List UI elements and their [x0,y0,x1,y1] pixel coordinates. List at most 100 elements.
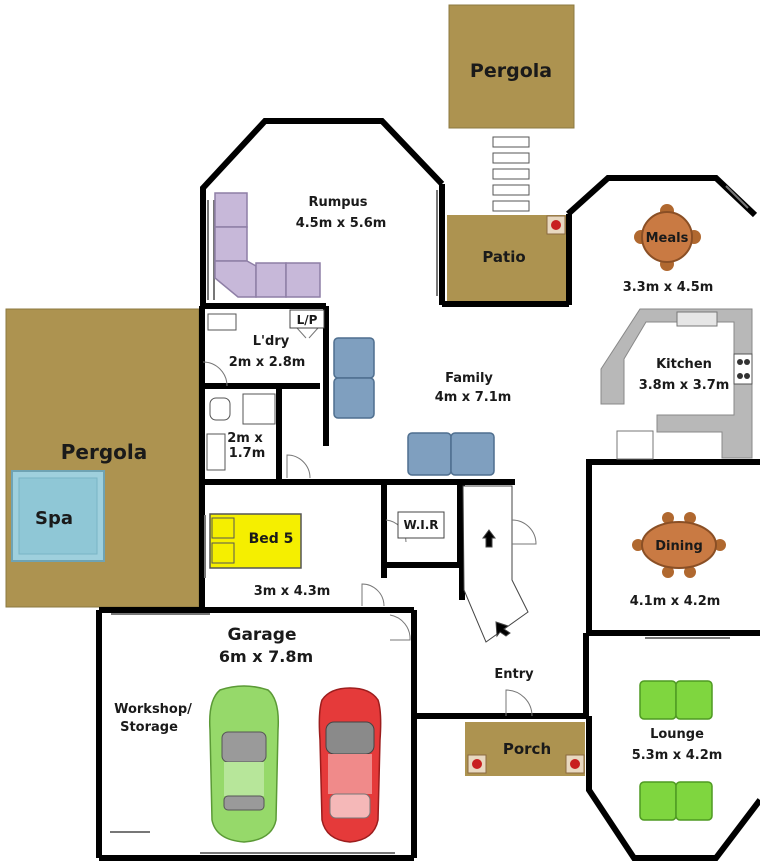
burner [744,359,750,365]
vanity [206,433,226,471]
pergola-left: Pergola Spa [5,308,200,608]
green-car-rear-window [223,795,265,811]
window [725,185,749,209]
sofa-seat [675,781,713,821]
red-car-windshield [325,721,375,755]
lounge-size: 5.3m x 4.2m [632,748,723,763]
dining-chair [684,566,696,578]
dining-table-top [641,521,717,569]
red-car-rear-window [329,793,371,819]
laundry-label: L'dry [253,334,290,349]
sofa-seat [639,781,677,821]
rumpus-wall [200,118,445,306]
spa-water [18,477,98,555]
sofa-seat [214,226,248,262]
kitchen-size: 3.8m x 3.7m [639,378,730,393]
meals-table-top [641,211,693,263]
pergola-top-label: Pergola [470,60,552,82]
plant-pot-flower [570,759,580,769]
dining-chair [714,539,726,551]
meals-table: Meals [634,204,701,271]
window [207,200,215,300]
dining-table: Dining [632,512,726,578]
kitchen-bench [600,308,753,460]
door-swing [361,583,385,607]
wir-label: W.I.R [403,518,438,532]
laundry-size: 2m x 2.8m [229,355,306,370]
shower [242,393,276,425]
bed5-label: Bed 5 [249,531,294,547]
rumpus-size: 4.5m x 5.6m [296,216,387,231]
red-car-roof [328,754,372,794]
stair-flight [462,485,529,643]
spa-label: Spa [35,508,73,529]
fridge [616,430,654,460]
pergola-left-label: Pergola [61,440,148,464]
stair-arrow-up [482,529,496,548]
kitchen-sink [676,311,718,327]
pergola-top: Pergola [448,4,575,129]
patio-label: Patio [482,248,525,266]
windows [110,185,749,854]
garage-size: 6m x 7.8m [219,647,313,666]
sofa-seat [450,432,495,476]
sofa-seat [285,262,321,298]
step [492,152,530,164]
sofa-seat [639,680,677,720]
door-swing [202,361,228,387]
lounge-wall [586,716,760,861]
entry-label: Entry [494,667,534,682]
staircase [462,485,529,643]
bed: Bed 5 [209,513,302,569]
bath-size-line2: 1.7m [229,446,266,461]
lounge-sofas [639,680,713,821]
meals-size: 3.3m x 4.5m [623,280,714,295]
garden-steps [492,136,530,212]
kitchen-label: Kitchen [656,357,712,372]
family-size: 4m x 7.1m [435,390,512,405]
rumpus-sofa [214,192,321,298]
family-sofas [333,337,495,476]
step [492,184,530,196]
workshop-label-line2: Storage [120,720,178,735]
sofa-corner [214,260,257,298]
dining-size: 4.1m x 4.2m [630,594,721,609]
green-car [208,685,280,843]
green-car-windshield [221,731,267,763]
linen-press-box [289,309,325,329]
workshop-label-line1: Workshop/ [114,702,192,717]
red-car [318,687,382,843]
rumpus-label: Rumpus [308,195,367,210]
step [492,168,530,180]
wir-box [397,511,445,539]
sofa-seat [214,192,248,228]
sofa-seat [333,337,375,379]
dining-chair [662,566,674,578]
pillow [211,542,235,564]
burner [737,373,743,379]
laundry-tub [207,313,237,331]
linen-press-label: L/P [297,313,318,327]
step [492,136,530,148]
bath-size-line1: 2m x [227,431,263,446]
sofa-seat [675,680,713,720]
bed5-size: 3m x 4.3m [254,584,331,599]
pillow [211,517,235,539]
burner [744,373,750,379]
sofa-seat [333,377,375,419]
bath-fixtures [206,313,276,471]
sofa-seat [255,262,287,298]
door-swing [511,519,537,545]
pergola-top-area [448,4,575,129]
dining-label: Dining [655,539,703,554]
stair-arrow-down [495,621,511,638]
dining-chair [684,512,696,524]
meals-label: Meals [646,231,689,246]
door-swing [296,327,319,339]
door-swing [505,689,533,717]
porch-label: Porch [503,740,551,758]
door-swing [389,614,411,641]
toilet [209,397,231,421]
dining-chair [632,539,644,551]
